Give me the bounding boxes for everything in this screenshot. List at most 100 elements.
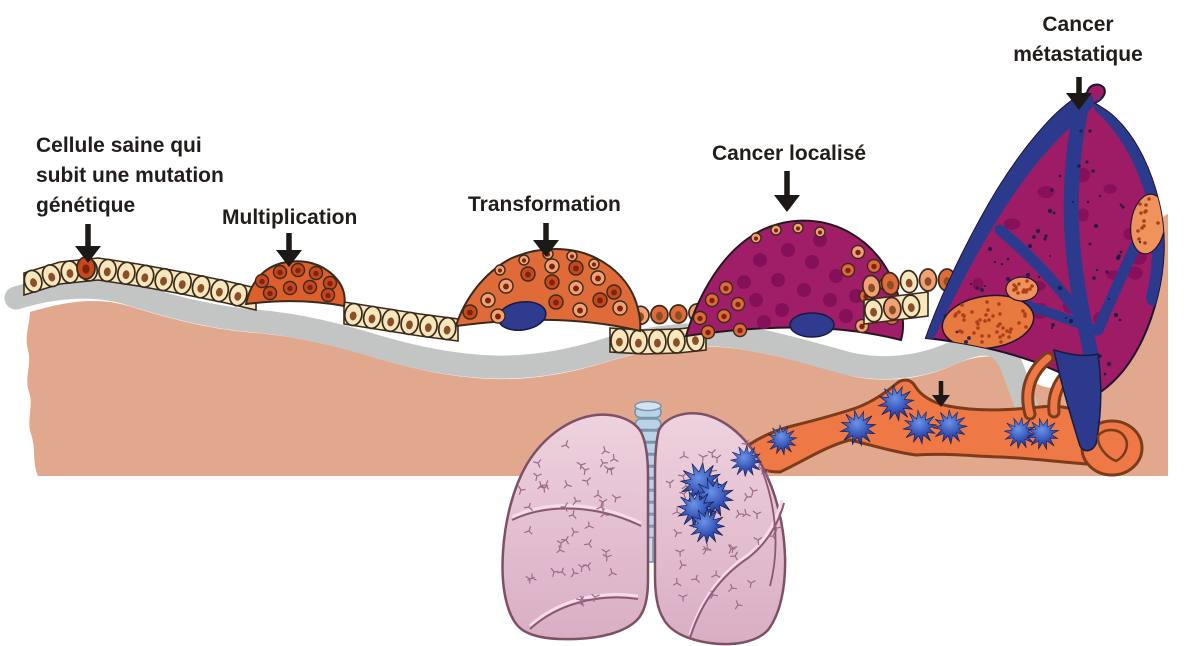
texture-dot bbox=[976, 326, 980, 330]
lung-speckle bbox=[673, 528, 683, 538]
lung-speckle bbox=[541, 480, 550, 490]
lung-speckle bbox=[747, 579, 756, 589]
lung-speckle bbox=[768, 531, 776, 541]
texture-dot bbox=[943, 314, 947, 318]
tumor-cell bbox=[308, 265, 324, 281]
epithelial-cell bbox=[610, 327, 629, 354]
epithelial-cell bbox=[98, 258, 117, 283]
tumor-cell bbox=[290, 262, 306, 278]
epithelial-cell bbox=[362, 305, 382, 330]
epithelial-cell bbox=[173, 271, 192, 295]
tumor-cell bbox=[588, 258, 600, 270]
tumor-orange-cell-cluster bbox=[1005, 276, 1039, 302]
epithelium-cell-layer bbox=[23, 256, 707, 355]
tumor-cell bbox=[302, 279, 318, 295]
right-lung-fold bbox=[761, 469, 777, 587]
lung-speckle bbox=[593, 489, 603, 499]
texture-dot bbox=[1119, 203, 1123, 207]
lung-speckle bbox=[729, 551, 739, 561]
lung-speckle bbox=[600, 509, 609, 518]
lung-speckle bbox=[599, 458, 609, 468]
texture-dot bbox=[955, 330, 959, 334]
texture-dot bbox=[1098, 194, 1102, 198]
lung-speckle bbox=[533, 472, 542, 481]
texture-dot bbox=[983, 319, 987, 323]
texture-dot bbox=[967, 336, 971, 340]
tumor-cell bbox=[272, 264, 288, 280]
texture-dot bbox=[1043, 237, 1047, 241]
tumor-cell bbox=[692, 310, 708, 326]
lung-speckle bbox=[690, 574, 700, 583]
texture-dot bbox=[1047, 208, 1053, 214]
texture-dot bbox=[1025, 272, 1031, 278]
texture-dot bbox=[987, 334, 991, 338]
tumor-cell bbox=[1127, 266, 1143, 280]
texture-dot bbox=[987, 246, 993, 252]
tumor-cell bbox=[566, 250, 578, 262]
lung-speckle bbox=[678, 560, 687, 570]
texture-dot bbox=[1052, 211, 1056, 215]
texture-dot bbox=[1079, 129, 1083, 133]
right-lung bbox=[653, 412, 787, 646]
epithelial-cell bbox=[918, 268, 938, 292]
texture-dot bbox=[1050, 326, 1054, 330]
texture-dot bbox=[1098, 354, 1102, 358]
texture-dot bbox=[1068, 318, 1074, 324]
tumor-multiplication bbox=[244, 260, 346, 308]
tumor-cell bbox=[850, 244, 866, 260]
lung-speckle bbox=[665, 479, 675, 489]
texture-dot bbox=[1086, 200, 1090, 204]
texture-dot bbox=[1024, 325, 1028, 329]
texture-dot bbox=[970, 310, 974, 314]
right-lung-fissure bbox=[689, 502, 785, 639]
label-line: Multiplication bbox=[222, 206, 358, 229]
texture-dot bbox=[958, 329, 962, 333]
tumor-cell bbox=[792, 222, 804, 234]
lung-speckle bbox=[743, 492, 753, 502]
tumor-cell bbox=[520, 266, 536, 282]
tumor-cell bbox=[972, 277, 984, 291]
epithelial-cell bbox=[23, 269, 43, 293]
texture-dot bbox=[1071, 200, 1075, 204]
tumor-cell bbox=[480, 292, 496, 308]
texture-dot bbox=[1106, 361, 1112, 367]
tumor-cell bbox=[797, 283, 811, 297]
texture-dot bbox=[1021, 290, 1025, 294]
texture-dot bbox=[986, 308, 990, 312]
epithelial-cell bbox=[864, 298, 883, 323]
lung-speckle bbox=[560, 535, 570, 545]
texture-dot bbox=[1142, 224, 1146, 228]
texture-dot bbox=[1147, 197, 1151, 201]
tumor-cell bbox=[753, 253, 767, 267]
tumor-cell bbox=[568, 280, 584, 296]
texture-dot bbox=[1009, 327, 1013, 331]
lung-speckle bbox=[735, 509, 745, 519]
texture-dot bbox=[1021, 309, 1025, 313]
epithelial-cell bbox=[901, 294, 921, 318]
tumor-cell bbox=[814, 226, 826, 238]
tumor-cell bbox=[462, 304, 478, 320]
tumor-cell bbox=[757, 315, 771, 329]
texture-dot bbox=[995, 330, 999, 334]
lung-speckle bbox=[524, 526, 533, 535]
texture-dot bbox=[1027, 243, 1033, 249]
lung-speckle bbox=[609, 453, 619, 463]
tumor-cell bbox=[829, 269, 843, 283]
lung-speckle bbox=[570, 568, 579, 578]
texture-dot bbox=[957, 310, 961, 314]
texture-dot bbox=[1113, 312, 1119, 318]
epithelial-cell bbox=[41, 264, 61, 288]
label-localized-cancer: Cancer localisé bbox=[712, 139, 866, 169]
tumor-cell bbox=[262, 285, 278, 301]
texture-dot bbox=[1077, 164, 1081, 168]
lung-speckle bbox=[582, 562, 592, 571]
lung-speckle bbox=[734, 600, 743, 610]
texture-dot bbox=[1050, 188, 1054, 192]
lung-speckle bbox=[571, 527, 579, 537]
lung-speckle bbox=[574, 598, 585, 607]
lung-speckle bbox=[679, 490, 688, 499]
texture-dot bbox=[987, 318, 991, 322]
tumor-localized-cancer bbox=[684, 219, 905, 342]
texture-dot bbox=[1092, 276, 1096, 280]
texture-dot bbox=[1119, 250, 1123, 254]
